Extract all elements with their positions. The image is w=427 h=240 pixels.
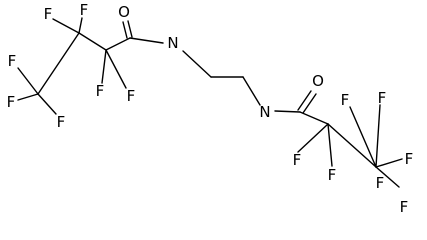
bond [297, 123, 329, 153]
bond [242, 76, 261, 106]
fluorine-atom: F [57, 113, 66, 131]
fluorine-atom: F [293, 151, 302, 169]
nitrogen-atom-right: N [259, 103, 270, 121]
fluorine-atom: F [96, 82, 105, 100]
bond [375, 104, 381, 168]
fluorine-atom: F [44, 5, 53, 23]
bond [78, 32, 107, 51]
fluorine-atom: F [378, 89, 387, 107]
fluorine-atom: F [400, 198, 409, 215]
bond [327, 123, 377, 168]
fluorine-atom: F [405, 150, 414, 168]
bond [17, 93, 39, 101]
bond [17, 67, 39, 95]
fluorine-atom: F [80, 1, 89, 19]
bond [299, 111, 329, 125]
bond [105, 37, 131, 51]
nitrogen-atom-left: N [167, 34, 178, 52]
fluorine-atom: F [341, 91, 350, 109]
bond [182, 50, 212, 78]
molecule-structure-diagram: O N N O F F F F F F F F F F F F F F [7, 1, 414, 215]
bond [105, 49, 127, 89]
bond [127, 20, 133, 38]
bond [375, 166, 400, 188]
bond [349, 106, 377, 168]
bond [297, 90, 312, 111]
bond [37, 32, 80, 95]
atom-labels: O N N O F F F F F F F F F F F F F F [7, 1, 414, 215]
bond [327, 123, 333, 167]
fluorine-atom: F [127, 87, 136, 105]
bond [122, 21, 128, 39]
fluorine-atom: F [376, 174, 385, 192]
oxygen-atom-right: O [312, 72, 324, 90]
fluorine-atom: F [7, 93, 16, 111]
fluorine-atom: F [328, 166, 337, 184]
bond [302, 93, 317, 114]
bond-lines [17, 17, 403, 188]
bond [375, 158, 403, 168]
bond [129, 37, 164, 44]
bond [78, 17, 83, 34]
bond [37, 93, 57, 115]
fluorine-atom: F [8, 52, 17, 70]
bond [274, 110, 301, 113]
oxygen-atom-left: O [118, 3, 130, 21]
bond [101, 49, 107, 84]
bond [52, 18, 80, 34]
